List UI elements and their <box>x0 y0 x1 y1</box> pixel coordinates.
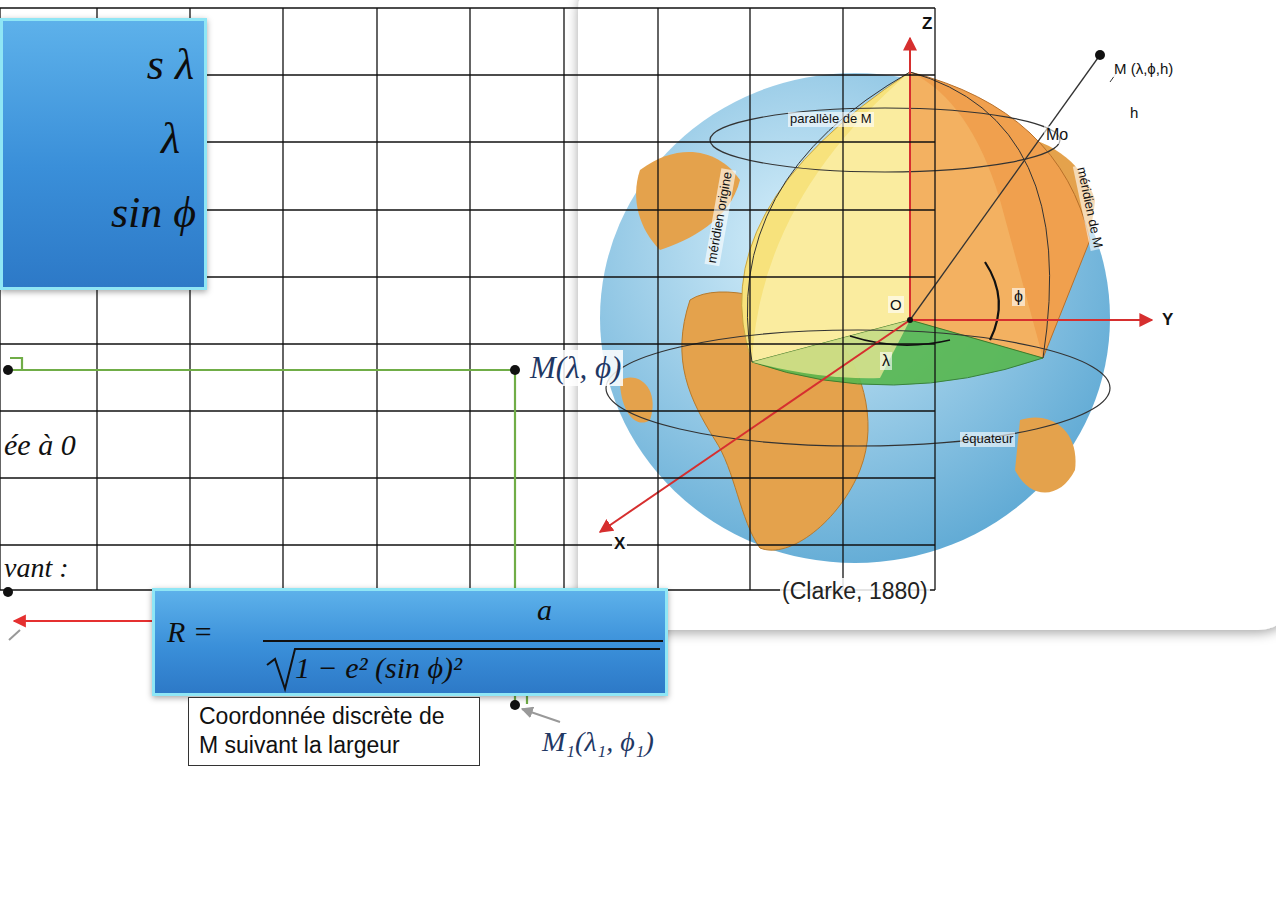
formula-text: sin ϕ <box>111 187 196 238</box>
point-label: M₁(λ₁, ϕ₁) <box>540 726 656 758</box>
equator-label: équateur <box>960 432 1015 447</box>
formula-text: 1 − e² (sin ϕ)² <box>295 651 462 685</box>
point-label: M (λ,ϕ,h) <box>1112 60 1175 77</box>
height-label: h <box>1128 104 1140 121</box>
axis-label: Y <box>1160 310 1175 330</box>
origin-label: O <box>888 296 904 313</box>
note-fragment: vant : <box>2 552 71 584</box>
axis-label: Z <box>920 14 934 34</box>
point-label: Mo <box>1044 126 1070 144</box>
globe <box>600 38 1152 563</box>
formula-box: R = a 1 − e² (sin ϕ)² <box>152 588 668 696</box>
formula-text: R = <box>167 615 213 649</box>
formula-text: s λ <box>147 39 194 90</box>
note-fragment: ée à 0 <box>2 428 78 463</box>
leader-line <box>9 630 20 640</box>
note-box: Coordonnée discrète de M suivant la larg… <box>188 697 480 766</box>
formula-text: a <box>537 593 552 627</box>
note-text: Coordonnée discrète de M suivant la larg… <box>199 702 469 760</box>
formula-box: s λ λ sin ϕ <box>0 18 207 290</box>
citation: (Clarke, 1880) <box>780 578 930 604</box>
grid <box>0 8 935 590</box>
angle-label: ϕ <box>1012 288 1025 306</box>
globe-panel <box>578 0 1276 630</box>
parallel-label: parallèle de M <box>788 112 874 127</box>
point-label: M(λ, ϕ) <box>528 350 623 386</box>
leader-line <box>522 709 560 722</box>
angle-label: λ <box>880 352 892 370</box>
formula-text: λ <box>161 113 180 164</box>
axis-label: X <box>612 534 627 554</box>
